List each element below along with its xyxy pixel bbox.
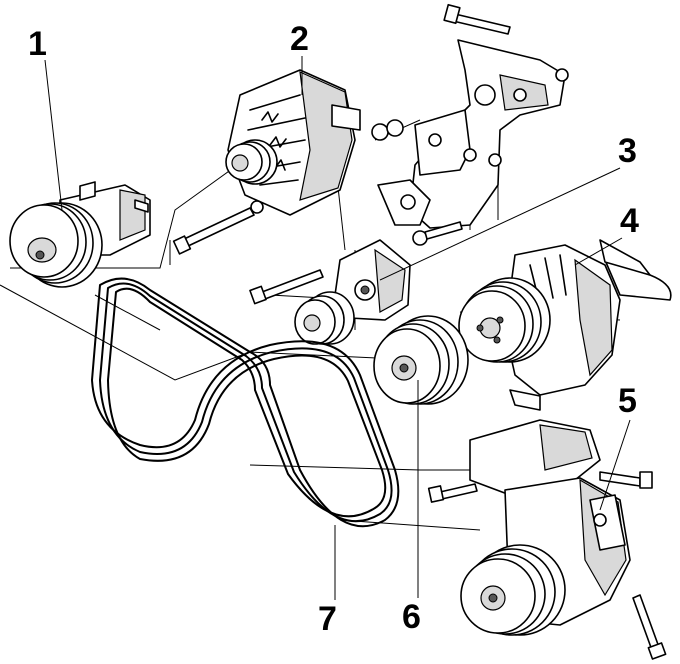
callout-5: 5 xyxy=(618,382,637,420)
callout-4: 4 xyxy=(620,202,639,240)
mounting-bracket xyxy=(371,3,569,246)
alternator xyxy=(172,69,361,255)
ac-compressor xyxy=(427,419,667,660)
callout-1: 1 xyxy=(28,25,47,63)
belt-tensioner xyxy=(249,239,411,345)
callout-7: 7 xyxy=(318,600,337,638)
callout-6: 6 xyxy=(402,598,421,636)
power-steering-pump xyxy=(9,181,151,288)
drive-belt xyxy=(91,277,400,528)
water-pump xyxy=(458,239,672,411)
callout-2: 2 xyxy=(290,20,309,58)
callout-labels: 1 2 3 4 5 6 7 xyxy=(28,20,639,638)
idler-pulley xyxy=(373,315,469,405)
callout-3: 3 xyxy=(618,132,637,170)
